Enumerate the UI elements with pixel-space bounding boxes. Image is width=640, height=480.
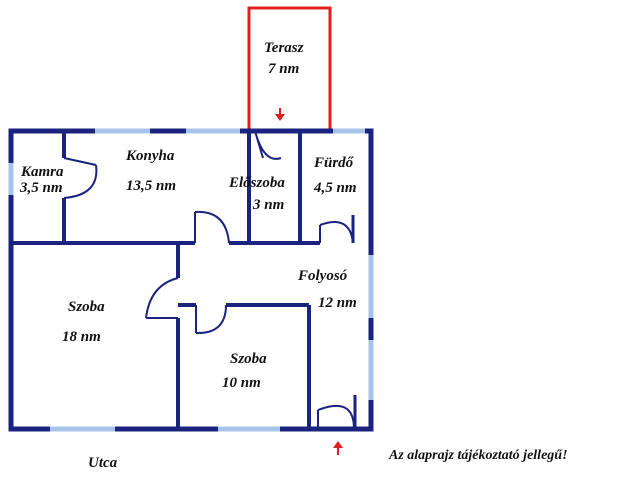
room-konyha-name: Konyha bbox=[126, 148, 175, 164]
room-folyoso-name: Folyosó bbox=[298, 268, 348, 284]
room-furdo-area: 4,5 nm bbox=[314, 180, 357, 196]
room-szoba-large-area: 18 nm bbox=[62, 329, 101, 345]
terrace-outline bbox=[247, 6, 332, 131]
room-eloszoba-area: 3 nm bbox=[253, 197, 285, 213]
disclaimer-note: Az alaprajz tájékoztató jellegű! bbox=[389, 448, 568, 463]
room-szoba-large-name: Szoba bbox=[68, 299, 105, 315]
windows bbox=[8, 128, 374, 432]
room-konyha-area: 13,5 nm bbox=[126, 178, 177, 194]
room-kamra-name: Kamra bbox=[21, 164, 64, 180]
street-label: Utca bbox=[88, 455, 118, 471]
interior-walls bbox=[11, 131, 320, 429]
room-szoba-small-name: Szoba bbox=[230, 351, 267, 367]
room-kamra-area: 3,5 nm bbox=[20, 180, 63, 196]
room-terasz-name: Terasz bbox=[264, 40, 304, 56]
room-furdo-name: Fürdő bbox=[314, 155, 354, 171]
doors bbox=[63, 130, 355, 430]
entrance-arrows bbox=[275, 108, 343, 455]
room-eloszoba-name: Előszoba bbox=[229, 175, 285, 191]
room-folyoso-area: 12 nm bbox=[318, 295, 357, 311]
room-szoba-small-area: 10 nm bbox=[222, 375, 261, 391]
room-terasz-area: 7 nm bbox=[268, 61, 300, 77]
